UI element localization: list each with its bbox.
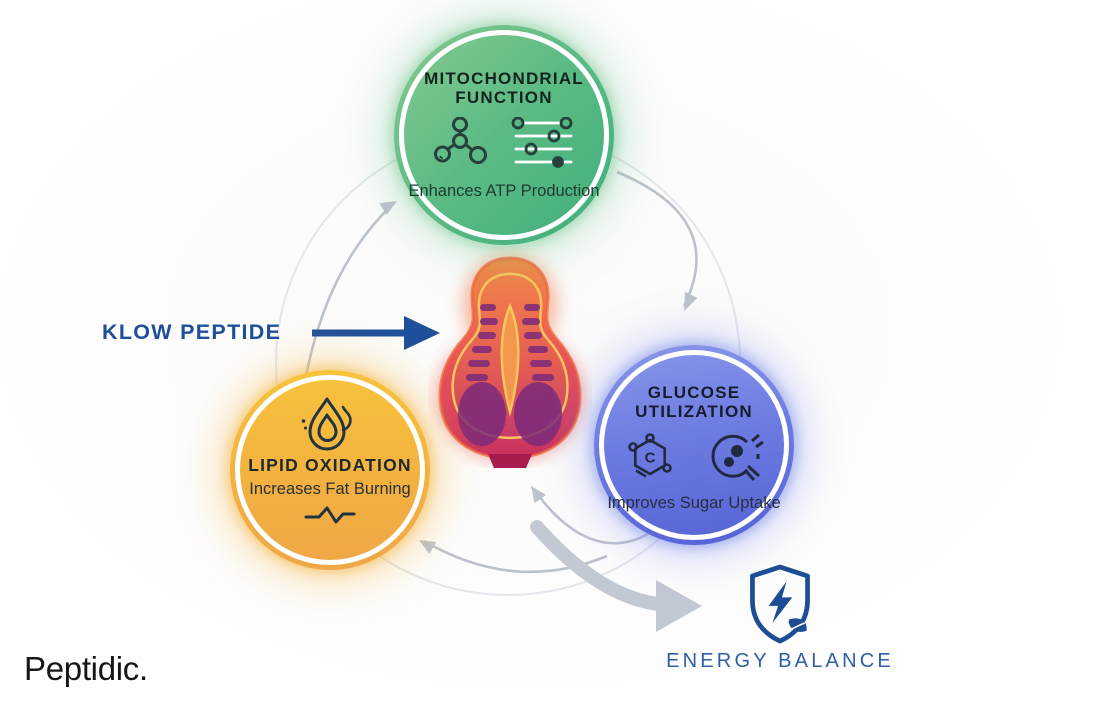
molecule-icon (434, 117, 487, 165)
arrow-mito-to-glucose (616, 170, 698, 311)
glucose-molecule-icon: C (628, 433, 672, 478)
klow-peptide-label: KLOW PEPTIDE (102, 320, 282, 344)
energy-balance-outcome: ENERGY BALANCE (640, 562, 920, 673)
sliders-icon (511, 117, 573, 168)
node-subtitle: Increases Fat Burning (249, 479, 411, 498)
mitochondria-cristae (458, 304, 562, 446)
node-mitochondrial-function: MITOCHONDRIAL FUNCTION (394, 25, 614, 245)
node-subtitle: Enhances ATP Production (408, 182, 600, 201)
klow-peptide-arrow (312, 316, 440, 350)
node-lipid-oxidation: LIPID OXIDATION Increases Fat Burning (230, 370, 430, 570)
energy-balance-label: ENERGY BALANCE (666, 650, 894, 672)
pulse-icon (304, 506, 356, 524)
node-title: MITOCHONDRIAL FUNCTION (424, 69, 584, 108)
mitochondria-illustration (436, 254, 584, 468)
svg-text:C: C (645, 450, 656, 467)
node-glucose-utilization: GLUCOSE UTILIZATION C (594, 345, 794, 545)
cell-uptake-icon (711, 433, 764, 482)
mitochondria-foot (488, 454, 532, 468)
arrow-to-energy-balance (530, 520, 702, 632)
mitochondria-central-channel (500, 302, 520, 417)
shield-energy-leaf-icon (750, 564, 810, 644)
node-title: GLUCOSE UTILIZATION (635, 383, 753, 422)
brand-logo: Peptidic. (24, 650, 148, 687)
fat-burning-icon (301, 397, 352, 451)
node-subtitle: Improves Sugar Uptake (607, 494, 781, 513)
node-title: LIPID OXIDATION (248, 455, 412, 475)
